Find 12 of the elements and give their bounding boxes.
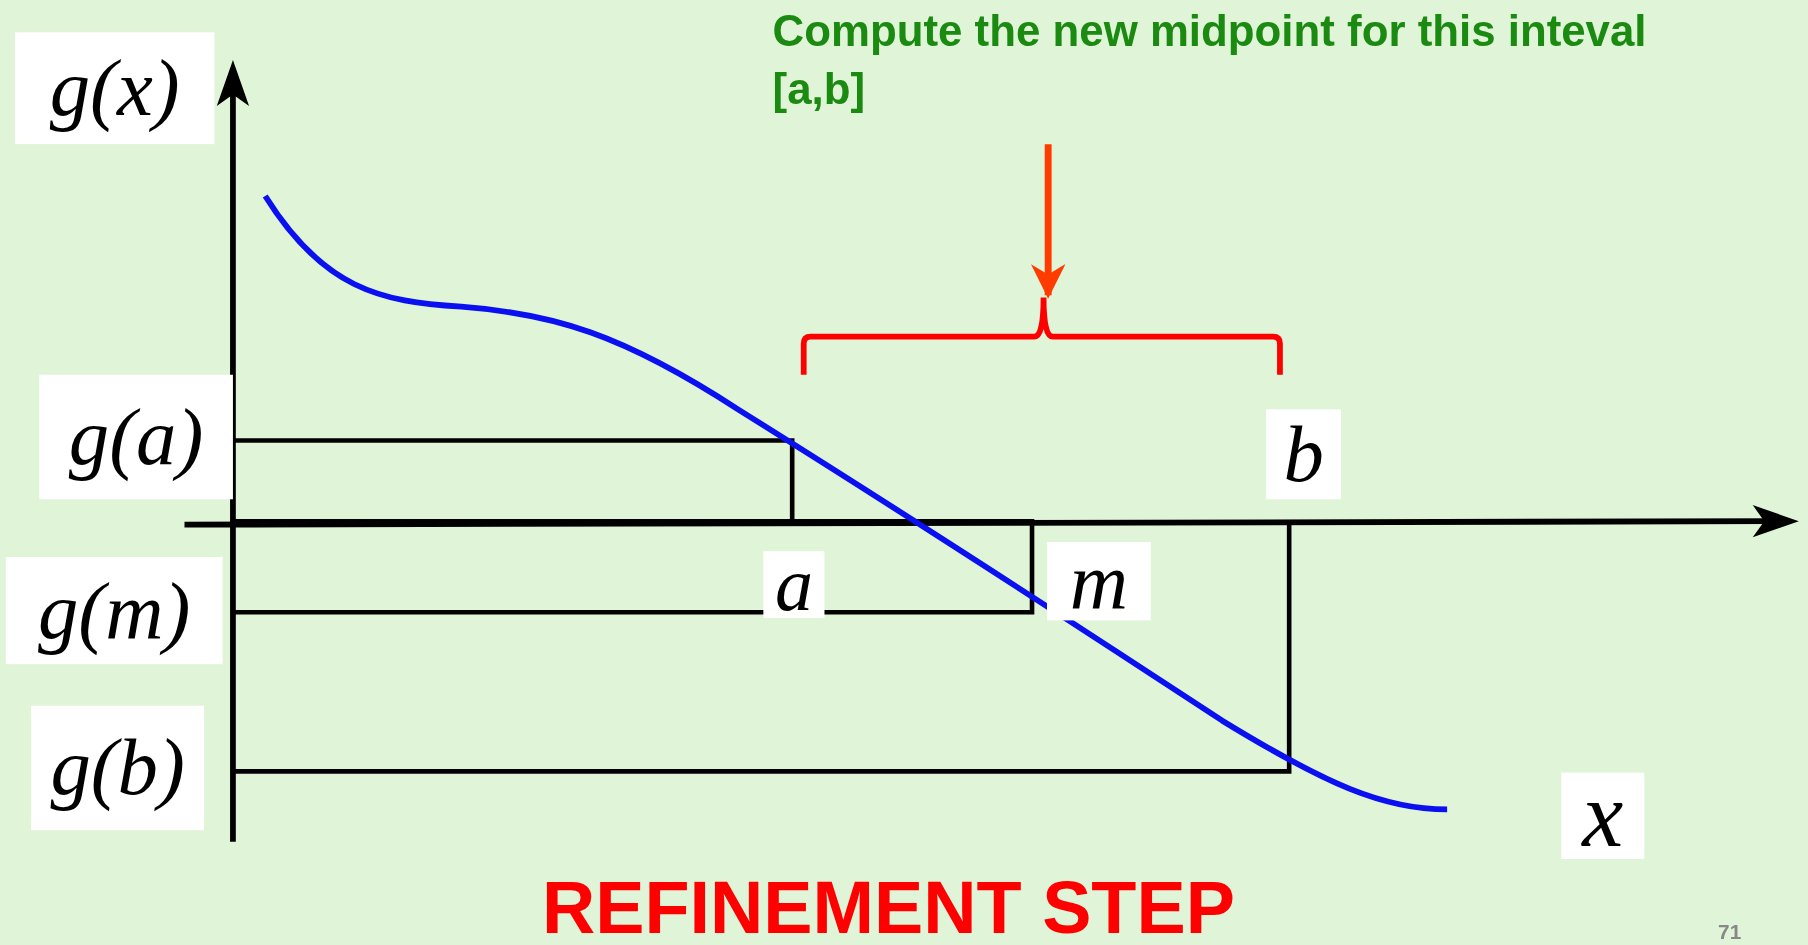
axis-label: g(m) xyxy=(5,556,223,665)
point-label: m xyxy=(1047,541,1151,621)
axis-label: g(x) xyxy=(15,32,215,145)
curly-brace xyxy=(800,294,1283,375)
axis-label: x xyxy=(1561,772,1645,860)
point-label: a xyxy=(763,551,825,619)
page-number: 71 xyxy=(1718,920,1742,945)
annotation-text: Compute the new midpoint for this inteval [a,b] xyxy=(772,2,1672,118)
point-label: b xyxy=(1266,409,1342,500)
axis-label: g(b) xyxy=(31,705,205,831)
caption: REFINEMENT STEP xyxy=(541,867,1235,945)
axis-label: g(a) xyxy=(39,374,233,500)
